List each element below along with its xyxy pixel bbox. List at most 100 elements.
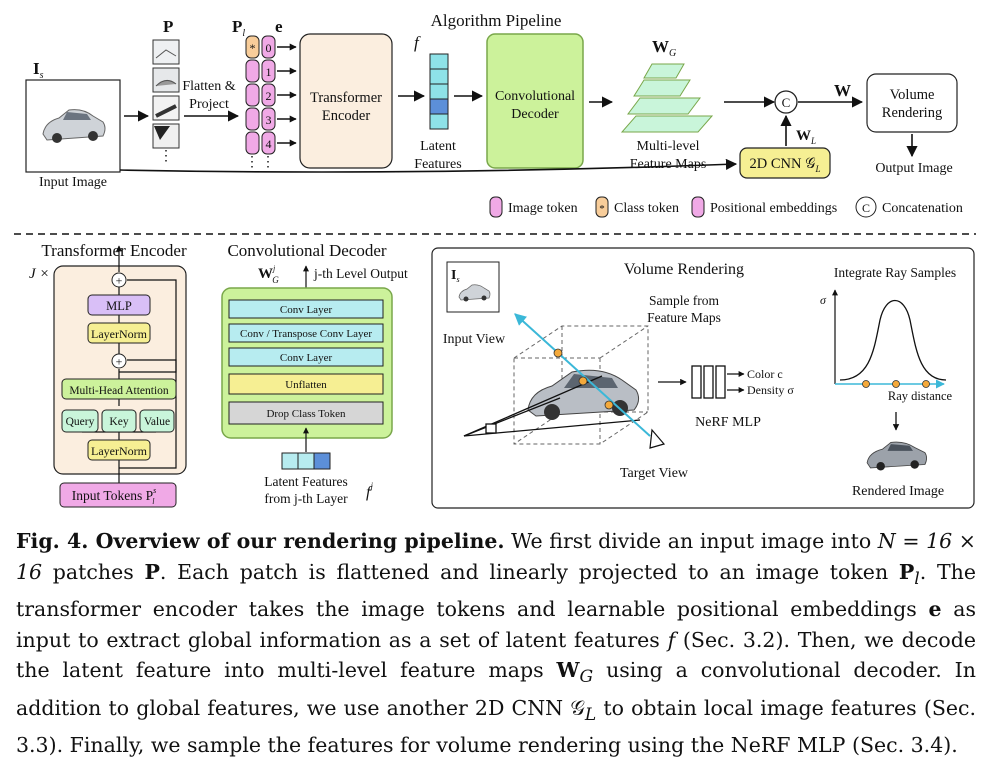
- pos-num-1: 1: [266, 65, 272, 79]
- pos-num-4: 4: [266, 137, 272, 151]
- decoder-layer-3: [228, 347, 384, 367]
- tokens-symbol: Pl: [232, 17, 245, 39]
- camera-rays: [463, 375, 641, 437]
- feature-map-stack: [620, 63, 714, 133]
- legend-positional-swatch: [691, 196, 705, 218]
- output-image-label: Output Image: [875, 161, 952, 176]
- decoder-layer-3-label: Conv Layer: [280, 352, 333, 364]
- arrow-input-to-cnn: [119, 158, 738, 173]
- decoder-latent-label-1: Latent Features: [264, 474, 348, 489]
- pos-num-2: 2: [266, 89, 272, 103]
- flatten-label: Flatten &: [182, 79, 235, 94]
- decoder-layer-5-label: Drop Class Token: [266, 408, 346, 420]
- input-view-symbol: Is: [451, 268, 460, 284]
- decoder-latent-label-2: from j-th Layer: [264, 491, 348, 506]
- pipeline-title: Algorithm Pipeline: [431, 11, 562, 30]
- concat-symbol: C: [782, 95, 791, 110]
- input-symbol: Is: [33, 59, 44, 81]
- decoder-output-label: j-th Level Output: [313, 266, 408, 281]
- input-view-car-icon: [458, 284, 491, 302]
- key-label: Key: [109, 416, 128, 428]
- input-image-label: Input Image: [39, 175, 107, 190]
- decoder-detail-title: Convolutional Decoder: [227, 241, 386, 260]
- car-icon: [42, 109, 106, 143]
- ray-sample-points: [553, 348, 614, 410]
- input-view-label: Input View: [443, 332, 506, 347]
- caption-label: Fig. 4. Overview of our rendering pipeli…: [16, 529, 505, 553]
- decoder-layer-5: [228, 401, 384, 425]
- legend-concat-c: C: [862, 201, 870, 215]
- caption-text-1: We first divide an input image into: [504, 529, 878, 553]
- volume-label-1: Volume: [890, 87, 935, 103]
- nerf-mlp-label: NeRF MLP: [695, 415, 761, 430]
- multilevel-label-1: Multi-level: [637, 139, 700, 154]
- wl-symbol: WL: [796, 128, 816, 146]
- legend-class-token-swatch: [595, 196, 609, 218]
- pos-embedding-column: [261, 35, 276, 155]
- caption-math-e: e: [928, 597, 942, 622]
- class-token-star: *: [250, 41, 256, 55]
- caption-text-7: . The transformer encoder takes the imag…: [16, 559, 976, 622]
- pos-num-3: 3: [266, 113, 272, 127]
- plot-sample-points: [862, 380, 930, 388]
- density-output-label: Density σ: [747, 383, 794, 397]
- value-box: [139, 409, 175, 433]
- pipeline-figure: Algorithm Pipeline Is Input Image P ⋮ Fl…: [14, 11, 976, 509]
- decoder-layer-2-label: Conv / Transpose Conv Layer: [240, 328, 372, 340]
- caption-text-11: (Sec. 3.2). Then, we decode the latent f…: [16, 627, 977, 683]
- pos-ellipsis: ⋮: [261, 155, 275, 170]
- decoder-input-vector: [281, 452, 331, 470]
- input-tokens-box: [59, 482, 177, 508]
- encoder-add-top: [111, 272, 127, 288]
- concat-circle: [774, 90, 798, 114]
- target-view-camera: [649, 428, 666, 449]
- class-token: [245, 35, 260, 59]
- value-label: Value: [144, 416, 170, 428]
- pos-symbol: e: [275, 17, 283, 36]
- legend-concatenation: Concatenation: [882, 201, 963, 216]
- sample-label-2: Feature Maps: [647, 310, 721, 325]
- figure-caption: Fig. 4. Overview of our rendering pipeli…: [16, 526, 976, 761]
- project-label: Project: [189, 97, 229, 112]
- query-label: Query: [66, 416, 95, 428]
- transformer-label-2: Encoder: [322, 108, 370, 124]
- patches-symbol: P: [163, 17, 173, 36]
- image-token-column: [245, 59, 260, 155]
- caption-math-wg-sub: G: [579, 667, 594, 688]
- mha-box: [61, 378, 177, 400]
- caption-math-pl-sub: l: [914, 568, 920, 589]
- w-symbol: W: [834, 81, 851, 100]
- rendered-car-icon: [866, 441, 928, 471]
- f-symbol: f: [414, 33, 421, 52]
- caption-math-gl: 𝒢: [570, 695, 585, 720]
- caption-math-p: P: [144, 559, 160, 584]
- legend-class-star: *: [599, 203, 605, 215]
- latent-label-2: Features: [414, 157, 461, 172]
- decoder-label-1: Convolutional: [495, 89, 575, 104]
- legend-image-token-swatch: [489, 196, 503, 218]
- decoder-layer-4-label: Unflatten: [285, 379, 327, 391]
- decoder-layer-2: [228, 323, 384, 343]
- ray-distance-label: Ray distance: [888, 389, 953, 403]
- mlp-label: MLP: [106, 299, 132, 313]
- density-curve: [839, 300, 947, 381]
- layernorm-bottom-label: LayerNorm: [91, 444, 148, 458]
- query-box: [61, 409, 99, 433]
- patch-stack: [152, 39, 180, 149]
- encoder-plus-mid: +: [116, 355, 123, 369]
- decoder-fj-symbol: fj: [366, 481, 373, 501]
- caption-text-13: using a convolutional decoder. In additi…: [16, 658, 976, 720]
- legend-concat-circle: [855, 196, 877, 218]
- caption-text-15: to obtain local image features (Sec. 3.3…: [16, 695, 977, 758]
- caption-text-3: patches: [42, 559, 145, 584]
- caption-math-f: f: [667, 627, 676, 652]
- decoder-layer-1-label: Conv Layer: [280, 304, 333, 316]
- nerf-mlp-icon: [691, 365, 726, 399]
- cnn-label: 2D CNN 𝒢L: [750, 156, 821, 174]
- volume-rendering-box: [866, 73, 958, 133]
- key-box: [101, 409, 137, 433]
- encoder-add-mid: [111, 353, 127, 369]
- caption-math-gl-sub: L: [584, 704, 597, 725]
- sample-label-1: Sample from: [649, 293, 720, 308]
